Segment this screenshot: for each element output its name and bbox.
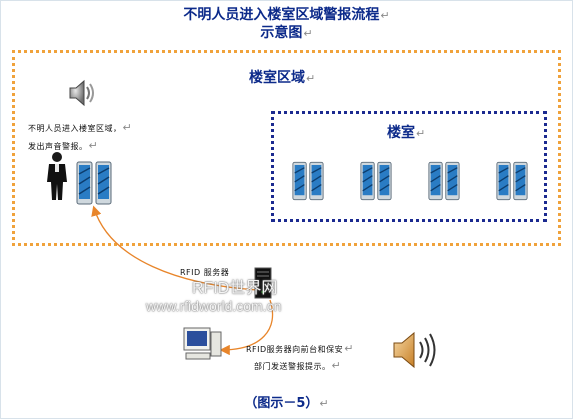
watermark-site-name: RFID世界网 (192, 280, 278, 297)
building-area-zone (12, 50, 561, 246)
server-label: RFID 服务器 (180, 268, 230, 277)
diagram-title-line1: 不明人员进入楼室区域警报流程↵ (183, 7, 390, 23)
gate-to-server-arrow (91, 205, 259, 291)
building-label: 楼室↵ (387, 125, 426, 141)
diagram-title-line2: 示意图↵ (260, 25, 313, 41)
server-to-front-desk-arrow (219, 299, 274, 356)
building-area-label: 楼室区域↵ (249, 70, 316, 86)
figure-caption: （图示－5）↵ (244, 396, 329, 411)
alarm-speaker-icon (393, 331, 436, 369)
building-zone (271, 111, 547, 222)
intruder-person-icon (47, 152, 67, 200)
server-notify-line1: RFID服务器向前台和保安↵ (246, 342, 354, 355)
speaker-icon (69, 79, 94, 107)
rfid-gate-icon (292, 161, 324, 201)
alarm-text-line1: 不明人员进入楼室区域，↵ (28, 121, 133, 134)
server-notify-line2: 部门发送警报提示。↵ (254, 359, 342, 372)
rfid-gate-icon (428, 161, 460, 201)
watermark-url: www.rfidworld.com.cn (146, 298, 282, 314)
rfid-gate-icon (496, 161, 528, 201)
server-icon (254, 267, 272, 299)
rfid-gate-icon (360, 161, 392, 201)
alarm-text-line2: 发出声音警报。↵ (28, 139, 99, 152)
rfid-gate-icon (76, 161, 112, 205)
computer-icon (183, 327, 222, 360)
